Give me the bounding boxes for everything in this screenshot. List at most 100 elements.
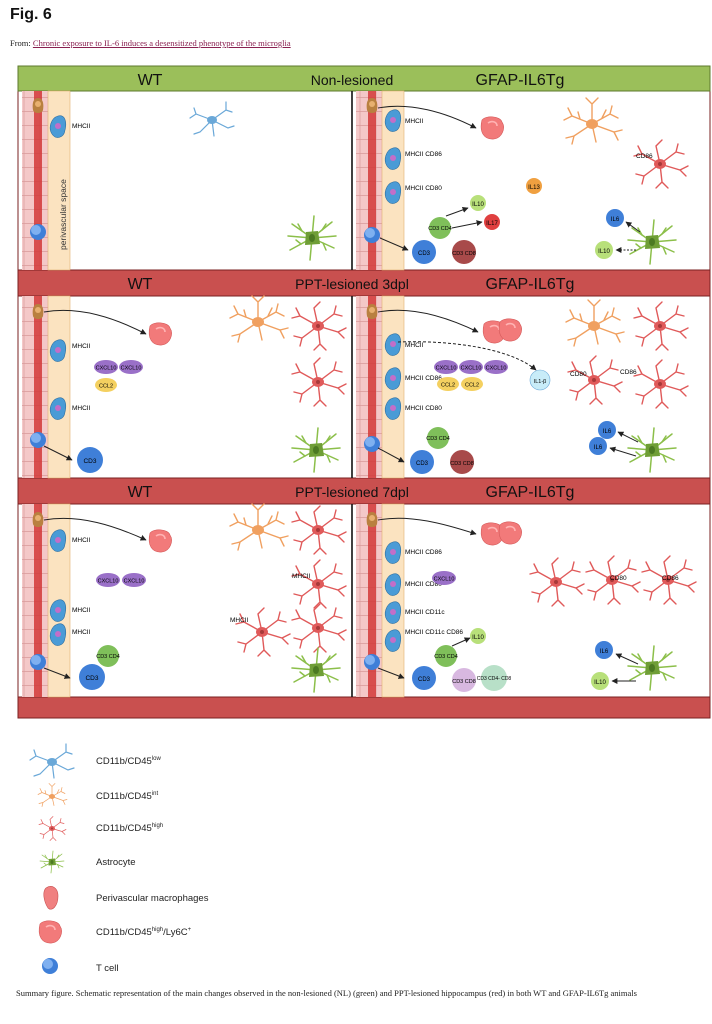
cytokine-bubble (606, 209, 624, 227)
legend-label-monocyte-suffix-sup: + (187, 927, 192, 933)
legend-label-microglia-low-sup: low (151, 756, 161, 762)
r3l-cd3: CD3 (85, 675, 98, 682)
row1-header (17, 65, 711, 92)
arrow (43, 445, 73, 461)
t-cell-bubble (79, 664, 105, 690)
r3r-cxcl10: CXCL10 (434, 577, 455, 583)
r3r-mhcii-cd80: MHCII CD80 (405, 581, 442, 588)
r2l-cd3: CD3 (83, 458, 96, 465)
arrow (377, 447, 405, 463)
arrow (445, 207, 469, 217)
row2-mid-title: PPT-lesioned 3dpl (295, 276, 409, 292)
r1r-il6: IL6 (611, 217, 620, 223)
legend-label-microglia-high-sup: high (151, 823, 164, 829)
perivascular-macrophage-icon (32, 98, 44, 113)
cytokine-bubble (595, 641, 613, 659)
r2r-cd3cd8: CD3 CD8 (450, 461, 474, 467)
r3l-cxcl10a: CXCL10 (98, 579, 119, 585)
r3r-cd80: CD80 (610, 575, 627, 582)
t-cell-bubble (410, 450, 434, 474)
r2l-cxcl10a: CXCL10 (96, 366, 117, 372)
r1r-mhcii-cd86: MHCII CD86 (405, 151, 442, 158)
t-cell-bubble (77, 447, 103, 473)
cytokine-bubble (470, 628, 486, 644)
r3l-cd3cd4: CD3 CD4 (96, 654, 120, 660)
r2r-mhcii-cd80: MHCII CD80 (405, 405, 442, 412)
arrow (43, 667, 71, 679)
t-cell-bubble (429, 217, 451, 239)
arrow (377, 517, 477, 536)
chemokine-bubble (96, 573, 120, 587)
arrow (617, 431, 639, 443)
r3l-mhcii-c: MHCII (72, 629, 91, 636)
r1r-cd86: CD86 (636, 153, 653, 160)
row3-left-title: WT (128, 484, 153, 501)
legend-label-microglia-int-name: CD11b/CD45 (96, 791, 152, 803)
r2r-ccl2a: CCL2 (441, 383, 455, 389)
t-cell-bubble (412, 240, 436, 264)
r1l-mhcii: MHCII (72, 123, 91, 130)
cytokine-bubble (595, 241, 613, 259)
r3r-cd3cd4cd8: CD3 CD4- CD8 (477, 676, 512, 682)
r3r-cd3cd8: CD3 CD8 (452, 679, 476, 685)
r1r-cd3: CD3 (418, 251, 431, 257)
arrow (625, 221, 641, 233)
legend-label-microglia-high-name: CD11b/CD45 (96, 823, 152, 835)
legend-label-astrocyte: Astrocyte (96, 857, 136, 868)
legend-microglia-high-icon (38, 816, 67, 841)
cytokine-bubble (598, 421, 616, 439)
r1r-cd3cd8: CD3 CD8 (452, 251, 476, 257)
row2-left-title: WT (128, 276, 153, 293)
t-cell-icon (364, 436, 380, 452)
r3l-mhcii-a: MHCII (72, 537, 91, 544)
r2r-cxcl10c: CXCL10 (486, 366, 507, 372)
t-cell-bubble (427, 427, 449, 449)
legend-label-perivascular-macrophages: Perivascular macrophages (96, 893, 209, 904)
t-cell-icon (364, 227, 380, 243)
row3-header (17, 477, 711, 505)
row3-right-title: GFAP-IL6Tg (486, 484, 575, 501)
arrow (451, 220, 483, 229)
row2-right-title: GFAP-IL6Tg (486, 276, 575, 293)
r3r-mhcii-cd86: MHCII CD86 (405, 549, 442, 556)
source-link[interactable]: Chronic exposure to IL-6 induces a desen… (32, 38, 291, 48)
legend-label-t-cell: T cell (96, 963, 119, 974)
dashed-arrow (397, 341, 537, 371)
arrow (609, 446, 637, 457)
bottom-band (17, 696, 711, 719)
r3r-mhcii-cd11c-cd86: MHCII CD11c CD86 (405, 629, 463, 636)
monocyte-icon (498, 317, 523, 342)
r3r-il10b: IL10 (594, 680, 606, 686)
chemokine-bubble (434, 360, 458, 374)
source-line: From: Chronic exposure to IL-6 induces a… (10, 38, 291, 48)
row3-mid-title: PPT-lesioned 7dpl (295, 484, 409, 500)
chemokine-bubble (484, 360, 508, 374)
r2l-ccl2: CCL2 (99, 384, 113, 390)
r2l-cxcl10b: CXCL10 (121, 366, 142, 372)
perivascular-label: perivascular space (58, 179, 68, 250)
cytokine-bubble (484, 214, 500, 230)
chemokine-bubble (119, 360, 143, 374)
perivascular-macrophage-icon (366, 98, 378, 113)
r1r-mhcii-cd80-text: MHCII CD80 (405, 185, 442, 192)
r3l-mhcii-d: MHCII (292, 573, 311, 580)
r1r-il13: IL13 (528, 185, 540, 191)
t-cell-bubble (97, 645, 119, 667)
legend-monocyte-icon (38, 919, 63, 944)
t-cell-icon (30, 432, 46, 448)
legend-microglia-low-icon (29, 743, 75, 779)
r3r-cd3: CD3 (418, 677, 431, 683)
arrow (43, 309, 147, 335)
r1r-cd3cd4: CD3 CD4 (428, 226, 452, 232)
legend-label-microglia-int-sup: int (151, 791, 159, 797)
r2r-cxcl10a: CXCL10 (436, 366, 457, 372)
legend-label-microglia-high: CD11b/CD45high (96, 823, 163, 834)
r2r-mhcii-cd86: MHCII CD86 (405, 375, 442, 382)
legend-t-cell-icon (42, 958, 58, 974)
arrow (379, 237, 409, 251)
t-cell-bubble (452, 668, 476, 692)
r2l-mhcii-a: MHCII (72, 343, 91, 350)
arrow (451, 637, 471, 647)
r2r-ccl2b: CCL2 (465, 383, 479, 389)
r3l-mhcii-b: MHCII (72, 607, 91, 614)
